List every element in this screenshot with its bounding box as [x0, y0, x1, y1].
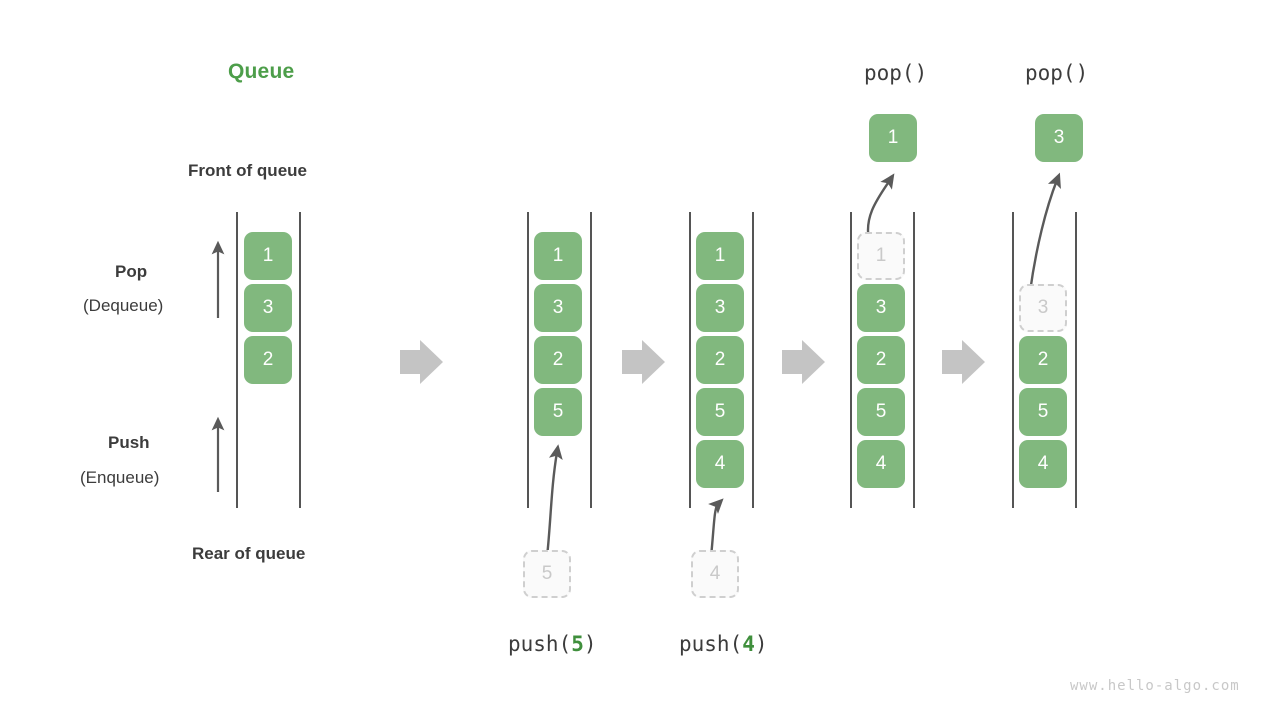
- push-4-caption-suffix: ): [754, 632, 768, 656]
- stage-push-4-cells: 1 3 2 5 4: [696, 232, 744, 488]
- stage-push-5-rail-right: [590, 212, 592, 508]
- queue-cell: 2: [534, 336, 582, 384]
- stage-pop-3-rail-right: [1075, 212, 1077, 508]
- queue-cell: 2: [857, 336, 905, 384]
- pop-3-output-cell: 3: [1035, 114, 1083, 162]
- stage-initial-rail-left: [236, 212, 238, 508]
- stage-pop-1-cells: 1 3 2 5 4: [857, 232, 905, 488]
- pop-label: Pop: [115, 262, 148, 281]
- queue-cell-empty: [1019, 232, 1067, 280]
- stage-initial-rail-right: [299, 212, 301, 508]
- watermark: www.hello-algo.com: [1070, 678, 1240, 694]
- stage-push-4-rail-right: [752, 212, 754, 508]
- push-4-caption: push(4): [679, 632, 768, 656]
- queue-cell: 5: [696, 388, 744, 436]
- flow-arrow-1: [400, 340, 443, 384]
- pop-1-extract-arrow: [866, 173, 895, 241]
- stage-pop-3-rail-left: [1012, 212, 1014, 508]
- rear-of-queue-label: Rear of queue: [192, 544, 306, 563]
- pop-sublabel: (Dequeue): [83, 296, 164, 315]
- stage-pop-3-cells: 3 2 5 4: [1019, 232, 1067, 488]
- pop-1-output-cell: 1: [869, 114, 917, 162]
- stage-pop-1-rail-left: [850, 212, 852, 508]
- stage-initial-cells: 1 3 2: [244, 232, 292, 384]
- push-5-caption: push(5): [508, 632, 597, 656]
- queue-cell: 2: [1019, 336, 1067, 384]
- push-sublabel: (Enqueue): [80, 468, 160, 487]
- pop-3-caption: pop(): [1025, 61, 1089, 85]
- queue-cell: 5: [857, 388, 905, 436]
- push-5-insert-arrow: [545, 444, 563, 558]
- queue-cell: 4: [857, 440, 905, 488]
- push-4-caption-prefix: push(: [679, 632, 743, 656]
- push-5-caption-suffix: ): [583, 632, 597, 656]
- stage-push-4-rail-left: [689, 212, 691, 508]
- push-5-incoming-ghost-cell: 5: [523, 550, 571, 598]
- queue-cell: 3: [857, 284, 905, 332]
- push-label: Push: [108, 433, 150, 452]
- diagram-title: Queue: [228, 60, 295, 83]
- queue-cell: 3: [696, 284, 744, 332]
- flow-arrow-2: [622, 340, 665, 384]
- stage-push-5-cells: 1 3 2 5: [534, 232, 582, 436]
- queue-cell: 4: [1019, 440, 1067, 488]
- pop-1-caption: pop(): [864, 61, 928, 85]
- queue-cell: 1: [696, 232, 744, 280]
- queue-cell: 3: [534, 284, 582, 332]
- queue-cell: 4: [696, 440, 744, 488]
- queue-cell: 1: [244, 232, 292, 280]
- queue-cell: 2: [244, 336, 292, 384]
- queue-cell-ghost: 1: [857, 232, 905, 280]
- flow-arrow-4: [942, 340, 985, 384]
- push-4-caption-arg: 4: [742, 632, 755, 656]
- front-of-queue-label: Front of queue: [188, 161, 307, 180]
- push-5-caption-arg: 5: [571, 632, 584, 656]
- queue-cell: 3: [244, 284, 292, 332]
- queue-cell-ghost: 3: [1019, 284, 1067, 332]
- flow-arrow-3: [782, 340, 825, 384]
- push-5-caption-prefix: push(: [508, 632, 572, 656]
- queue-cell: 5: [1019, 388, 1067, 436]
- queue-cell: 5: [534, 388, 582, 436]
- stage-pop-1-rail-right: [913, 212, 915, 508]
- queue-cell: 1: [534, 232, 582, 280]
- stage-push-5-rail-left: [527, 212, 529, 508]
- queue-cell: 2: [696, 336, 744, 384]
- push-4-incoming-ghost-cell: 4: [691, 550, 739, 598]
